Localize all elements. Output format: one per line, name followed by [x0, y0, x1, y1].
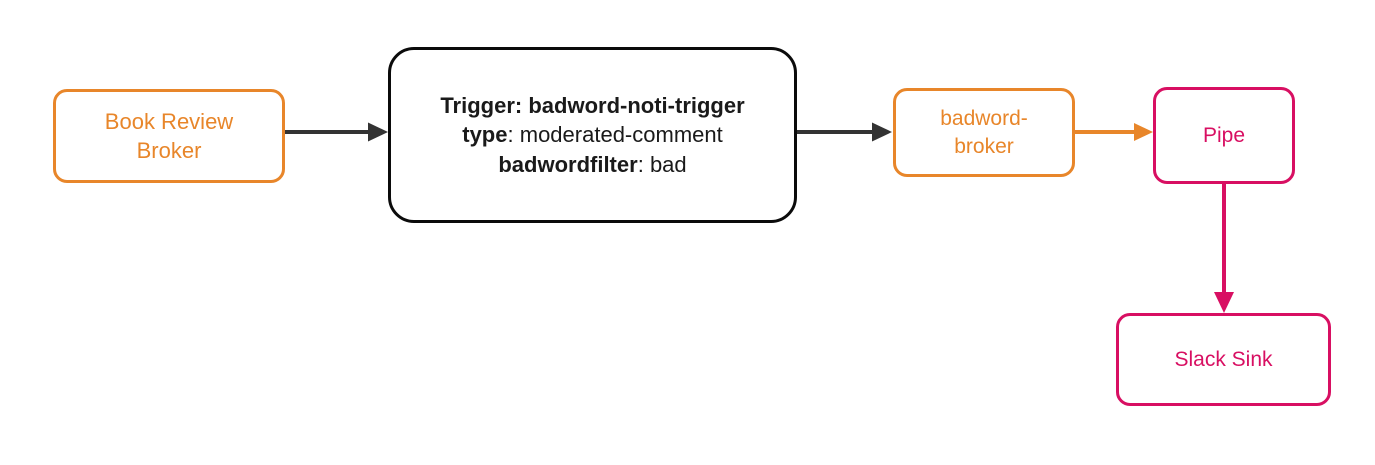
trigger-key-type: type — [462, 122, 508, 148]
node-slack-sink-label: Slack Sink — [1174, 347, 1273, 371]
edge-badword-broker-to-pipe — [1075, 120, 1154, 144]
trigger-line-badwordfilter: badwordfilter: bad — [397, 150, 788, 179]
trigger-value-name: badword-noti-trigger — [528, 93, 745, 119]
node-pipe-label: Pipe — [1202, 123, 1246, 147]
trigger-line-name: Trigger: badword-noti-trigger — [397, 91, 788, 120]
edge-trigger-to-badword-broker — [797, 120, 893, 144]
trigger-value-badwordfilter: bad — [649, 151, 687, 177]
trigger-line-type: type: moderated-comment — [397, 120, 788, 149]
trigger-key-trigger: Trigger: — [440, 93, 523, 119]
node-badword-broker-label: badword- broker — [896, 105, 1072, 160]
trigger-key-badwordfilter: badwordfilter — [498, 151, 638, 177]
trigger-sep-type: : — [507, 122, 514, 148]
node-book-review-broker-label: Book Review Broker — [56, 107, 282, 165]
node-badword-noti-trigger[interactable]: Trigger: badword-noti-trigger type: mode… — [388, 47, 797, 223]
node-slack-sink[interactable]: Slack Sink — [1116, 313, 1331, 406]
node-pipe[interactable]: Pipe — [1153, 87, 1295, 184]
trigger-value-type: moderated-comment — [519, 122, 723, 148]
edge-broker-to-trigger — [285, 120, 389, 144]
node-book-review-broker[interactable]: Book Review Broker — [53, 89, 285, 183]
node-badword-broker-label-line2: broker — [954, 134, 1014, 158]
trigger-sep-badwordfilter: : — [637, 151, 644, 177]
node-badword-broker-label-line1: badword- — [940, 106, 1028, 130]
node-badword-noti-trigger-label: Trigger: badword-noti-trigger type: mode… — [391, 91, 794, 178]
node-book-review-broker-label-line1: Book Review — [104, 108, 234, 134]
node-badword-broker[interactable]: badword- broker — [893, 88, 1075, 177]
edge-pipe-to-slack-sink — [1212, 184, 1236, 314]
node-book-review-broker-label-line2: Broker — [136, 138, 202, 163]
